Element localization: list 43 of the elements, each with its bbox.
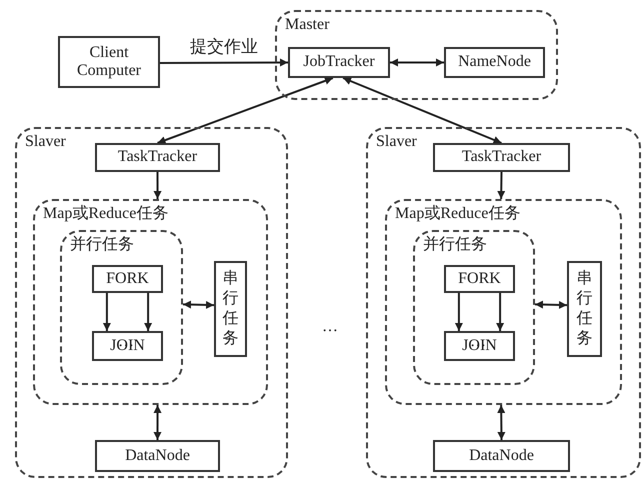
arrow xyxy=(154,405,162,440)
arrow xyxy=(102,293,111,331)
process-box: NameNode xyxy=(444,47,545,78)
arrow xyxy=(497,172,506,200)
ellipsis-label: … xyxy=(322,319,338,335)
group-label: 并行任务 xyxy=(423,236,487,254)
dashed-group xyxy=(60,230,183,385)
arrow xyxy=(454,293,463,331)
dashed-group xyxy=(275,10,558,100)
process-box: TaskTracker xyxy=(95,143,220,172)
arrow xyxy=(496,293,504,331)
arrow xyxy=(182,300,214,309)
vertical-box xyxy=(567,261,602,357)
process-box: Client Computer xyxy=(58,36,160,88)
arrow xyxy=(157,77,334,144)
arrow xyxy=(154,172,162,199)
arrow xyxy=(390,58,444,66)
edge-label: 提交作业 xyxy=(189,38,259,54)
vertical-text: 串行任务 xyxy=(576,269,592,349)
arrow xyxy=(342,77,502,144)
process-box: TaskTracker xyxy=(433,143,570,172)
dashed-group xyxy=(413,230,535,385)
vertical-text: 串行任务 xyxy=(222,269,238,349)
dashed-group xyxy=(15,127,288,478)
group-label: Map或Reduce任务 xyxy=(395,205,520,223)
process-box: FORK xyxy=(444,265,515,293)
arrow xyxy=(144,293,152,331)
process-box: DataNode xyxy=(433,440,570,472)
process-box: DataNode xyxy=(95,440,220,472)
arrow xyxy=(534,300,568,309)
process-box: FORK xyxy=(92,265,163,293)
dashed-group xyxy=(385,199,622,405)
group-label: Slaver xyxy=(25,133,66,151)
group-label: Map或Reduce任务 xyxy=(43,205,168,223)
process-box: JobTracker xyxy=(288,47,390,78)
group-label: Master xyxy=(285,16,330,34)
dashed-group xyxy=(366,127,641,478)
arrow xyxy=(160,58,288,67)
group-label: Slaver xyxy=(376,133,417,151)
arrow xyxy=(497,404,506,440)
vertical-box xyxy=(214,261,247,357)
dashed-group xyxy=(33,199,268,405)
group-label: 并行任务 xyxy=(70,236,134,254)
